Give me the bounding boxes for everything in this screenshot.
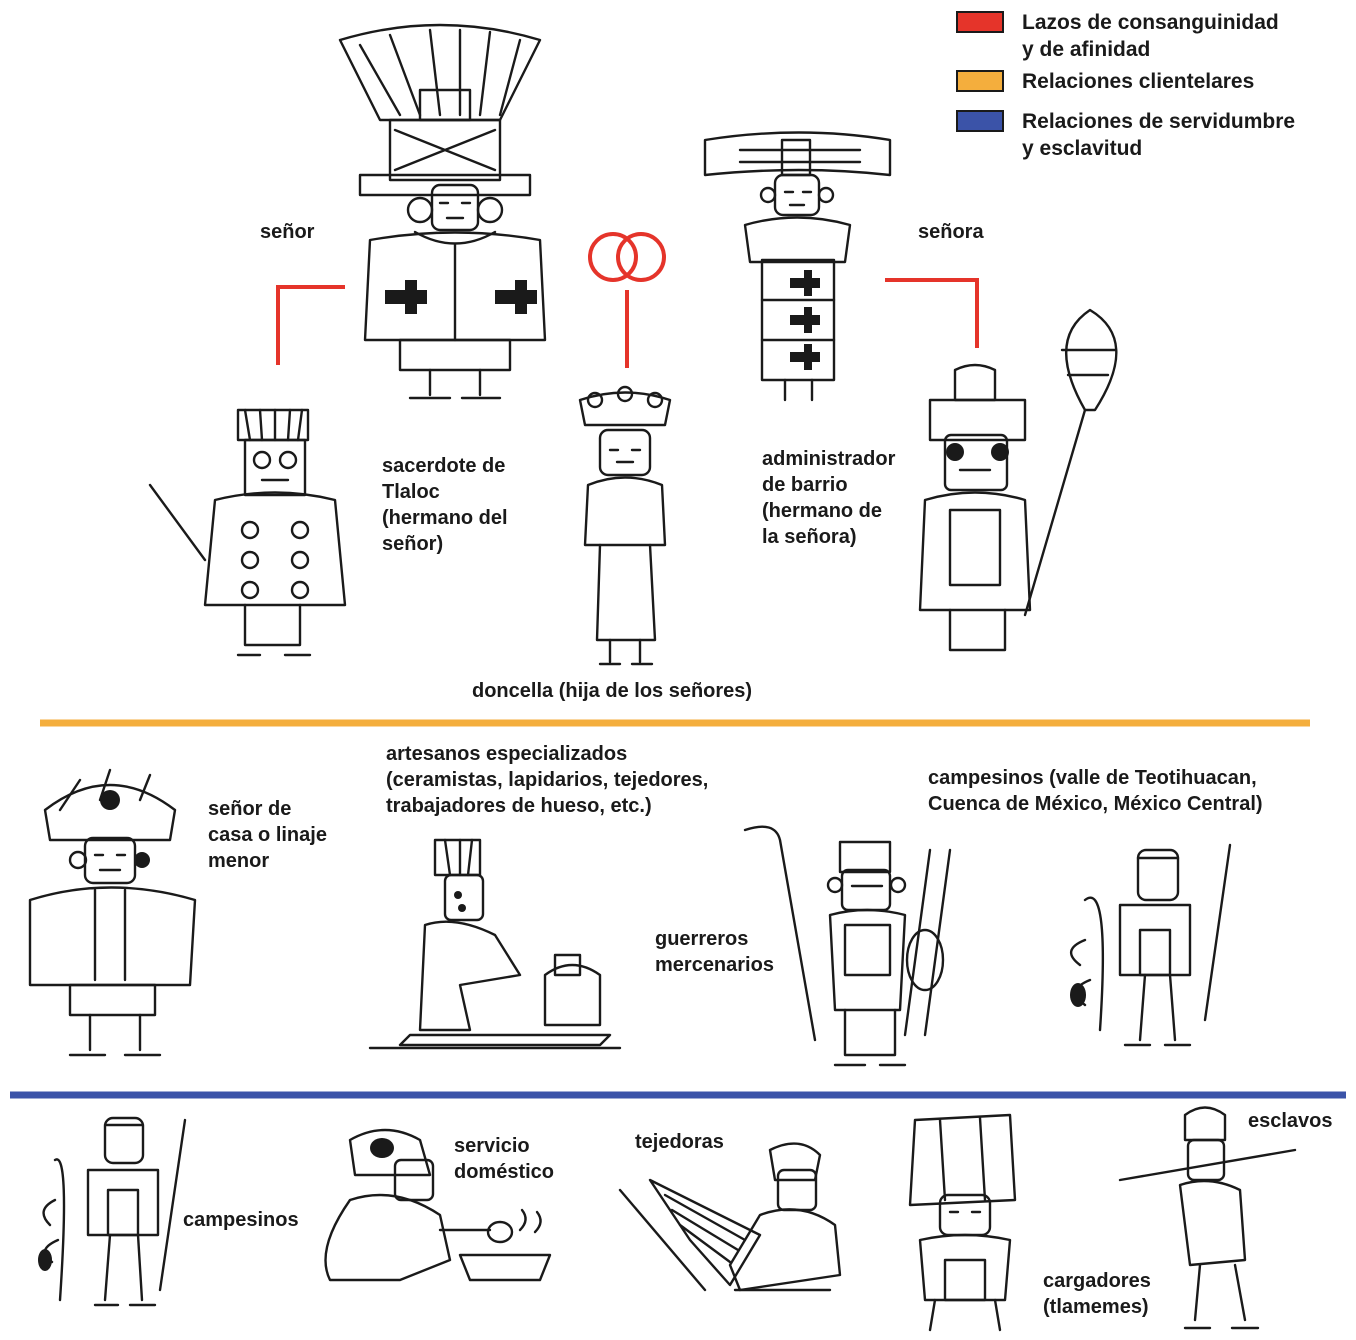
legend-label-kinship: Lazos de consanguinidad y de afinidad [1022,11,1279,61]
legend-swatch-clientelar [956,70,1004,92]
legend-swatch-servitude [956,110,1004,132]
label-tejedoras: tejedoras [635,1131,724,1153]
label-campesinos-valle: campesinos (valle de Teotihuacan, Cuenca… [928,767,1263,815]
label-sacerdote: sacerdote de Tlaloc (hermano del señor) [382,455,508,555]
esclavo-figure [1118,1106,1297,1330]
servicio-domestico-figure [324,1128,552,1282]
campesino-valle-figure [1070,843,1232,1047]
legend-label-clientelar: Relaciones clientelares [1022,70,1255,93]
linaje-menor-figure [28,768,197,1057]
guerrero-figure [743,825,952,1067]
label-artesanos: artesanos especializados (ceramistas, la… [386,743,709,817]
artesano-figure [368,838,622,1050]
kinship-connector-senor-sacerdote [276,285,345,365]
label-esclavos: esclavos [1248,1110,1333,1132]
administrador-figure [918,308,1118,652]
label-campesinos: campesinos [183,1209,299,1231]
label-administrador: administrador de barrio (hermano de la s… [762,448,896,548]
label-servicio-domestico: servicio doméstico [454,1135,555,1183]
campesino-figure [38,1116,187,1307]
wedding-rings-icon [588,232,666,282]
label-doncella: doncella (hija de los señores) [472,680,753,702]
label-guerreros: guerreros mercenarios [655,928,774,976]
cargador-figure [908,1113,1017,1332]
sacerdote-figure [148,408,347,657]
label-senora: señora [918,221,984,243]
senora-figure [703,131,892,402]
doncella-figure [578,385,672,666]
tejedora-figure [618,1142,842,1292]
label-linaje-menor: señor de casa o linaje menor [208,798,327,872]
senor-figure [338,23,547,400]
legend-swatch-kinship [956,11,1004,33]
legend-label-servitude: Relaciones de servidumbre y esclavitud [1022,110,1296,160]
kinship-connector-senora-administrador [885,278,979,348]
label-cargadores: cargadores (tlamemes) [1043,1270,1151,1318]
label-senor: señor [260,221,315,243]
